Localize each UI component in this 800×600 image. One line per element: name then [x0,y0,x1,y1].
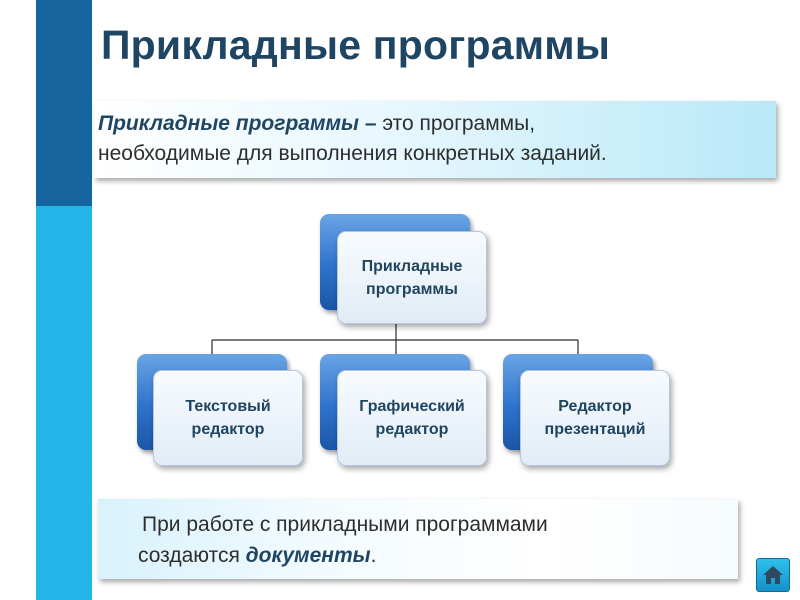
definition-line-1: Прикладные программы – это программы, [98,109,764,139]
note-line-2: создаются документы. [138,540,738,571]
definition-line-2: необходимые для выполнения конкретных за… [98,142,607,165]
definition-term: Прикладные программы – [98,112,377,135]
home-button[interactable] [756,558,790,592]
diagram-root-label: Прикладные программы [361,257,463,298]
diagram-node-label: Графический редактор [359,398,465,438]
definition-box: Прикладные программы – это программы, не… [94,101,776,178]
note-suffix: . [370,544,377,567]
diagram-node-label: Текстовый редактор [185,398,271,438]
home-icon [763,566,783,584]
diagram-node-label: Редактор презентаций [544,398,646,438]
note-emphasis: документы [245,544,371,567]
note-box: При работе с прикладными программами соз… [98,499,738,579]
slide-title: Прикладные программы [101,22,611,68]
note-prefix: создаются [138,544,246,567]
note-line-1: При работе с прикладными программами [142,513,548,536]
side-bar-light [36,206,92,600]
side-bar-dark [36,0,92,206]
definition-rest: это программы, [376,112,536,135]
